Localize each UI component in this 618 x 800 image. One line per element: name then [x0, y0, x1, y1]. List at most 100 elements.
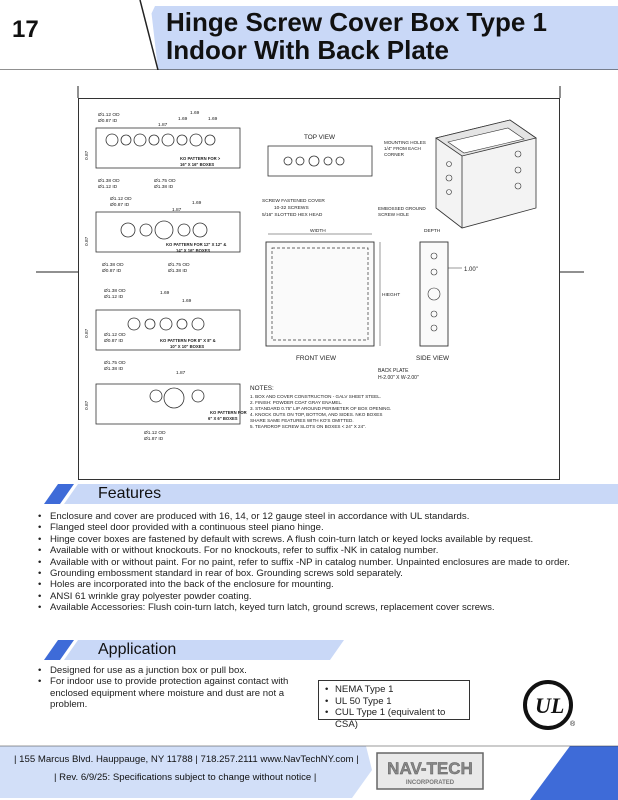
logo-text: NAV-TECH [387, 759, 473, 778]
dim-label: 0.87 [84, 400, 90, 410]
callout-label: 10-32 SCREWS [274, 205, 309, 211]
knockout [161, 133, 175, 147]
dim-label: WIDTH [310, 228, 326, 234]
ko-pattern-label: 16" X 16" BOXES [180, 162, 214, 167]
note-line: 1. BOX AND COVER CONSTRUCTION - GALV SHE… [250, 394, 381, 399]
ko-strip [95, 127, 241, 169]
knockout [204, 134, 216, 146]
dim-label: 1.00" [464, 267, 478, 273]
ko-strip [95, 383, 241, 425]
dim-label: Ø0.87 ID [110, 202, 130, 208]
features-heading: Features [98, 485, 162, 502]
note-line: 3. STANDARD 0.75" LIP AROUND PERIMETER O… [250, 406, 391, 411]
dim-label: Ø1.12 OD [104, 332, 126, 338]
footer-revision: | Rev. 6/9/25: Specifications subject to… [54, 772, 317, 783]
knockout [139, 223, 153, 237]
knockout [430, 252, 438, 260]
knockout [295, 156, 305, 166]
dim-label: 1.87 [158, 122, 168, 128]
dim-label: 0.87 [84, 236, 90, 246]
knockout [191, 389, 205, 403]
ko-pattern-label: KO PATTERN FOR 8" X 8" & [160, 338, 216, 343]
ko-pattern-label: 10" X 10" BOXES [170, 344, 204, 349]
feature-item: Hinge cover boxes are fastened by defaul… [38, 534, 598, 546]
feature-item: Enclosure and cover are produced with 16… [38, 511, 598, 523]
logo-frame [376, 752, 484, 790]
dim-label: 0.87 [84, 150, 90, 160]
knockout [308, 155, 320, 167]
knockout [177, 223, 191, 237]
band-fill [64, 640, 344, 660]
knockout [127, 317, 141, 331]
rating-item: UL 50 Type 1 [325, 696, 463, 708]
callout-label: SCREW HOLE [378, 212, 409, 217]
footer-accent [530, 746, 618, 800]
dim-label: Ø1.38 ID [168, 268, 188, 274]
dim-label: 1.87 [176, 370, 186, 376]
ko-pattern-3: Ø1.38 OD Ø1.12 ID 1.69 1.69 KO PATTERN F… [84, 288, 241, 351]
footer-band-fill [0, 746, 372, 798]
ko-pattern-label: KO PATTERN FOR [210, 410, 247, 415]
dim-label: Ø0.87 ID [102, 268, 122, 274]
ko-strip [95, 309, 241, 351]
page-title: Hinge Screw Cover Box Type 1 Indoor With… [166, 8, 547, 64]
dim-label: Ø1.38 ID [104, 366, 124, 372]
callout-label: 1/4" FROM EACH [384, 146, 421, 151]
application-heading-bar: Application [44, 640, 344, 660]
knockout [192, 222, 208, 238]
callout-label: MOUNTING HOLES [384, 140, 426, 145]
knockout [446, 189, 452, 195]
box-opening [447, 127, 525, 154]
knockout [514, 166, 522, 174]
knockout [514, 182, 522, 190]
ul-ring [523, 680, 573, 730]
knockout [283, 156, 293, 166]
feature-item: Grounding embossment standard in rear of… [38, 568, 598, 580]
knockout [176, 318, 188, 330]
footer-address: | 155 Marcus Blvd. Hauppauge, NY 11788 |… [14, 754, 359, 765]
notes: NOTES: 1. BOX AND COVER CONSTRUCTION - G… [250, 385, 391, 429]
knockout [430, 268, 438, 276]
feature-item: Flanged steel door provided with a conti… [38, 522, 598, 534]
title-band-shape [140, 6, 618, 70]
note-line: 2. FINISH: POWDER COAT GRAY ENAMEL. [250, 400, 342, 405]
navtech-logo: NAV-TECH INCORPORATED [376, 752, 484, 790]
note-line: 5. TEARDROP SCREW SLOTS ON BOXES < 24" X… [250, 424, 366, 429]
logo-subtext: INCORPORATED [406, 780, 455, 786]
ratings-box: NEMA Type 1 UL 50 Type 1 CUL Type 1 (equ… [318, 680, 470, 730]
knockout [514, 150, 522, 158]
dim-label: Ø0.87 ID [98, 118, 118, 124]
dim-label: 1.69 [182, 298, 192, 304]
ko-pattern-2: Ø1.12 OD Ø0.87 ID 1.87 1.69 KO PATTERN F… [84, 196, 241, 274]
dim-label: Ø1.38 ID [154, 184, 174, 190]
dim-label: Ø1.38 OD [98, 178, 120, 184]
feature-item: Holes are incorporated into the back of … [38, 579, 598, 591]
knockout [144, 318, 156, 330]
page-number: 17 [12, 16, 39, 43]
knockout [189, 133, 203, 147]
dim-label: 1.69 [178, 116, 188, 122]
footer-band [0, 745, 618, 800]
callout-label: EMBOSSED GROUND [378, 206, 426, 211]
registered-mark: ® [570, 720, 576, 728]
knockout [191, 317, 205, 331]
application-list: Designed for use as a junction box or pu… [38, 665, 300, 711]
side-view-outline [419, 241, 449, 347]
dim-label: Ø1.75 OD [154, 178, 176, 184]
dim-label: 1.69 [208, 116, 218, 122]
knockout [148, 134, 160, 146]
accent-slash [44, 484, 74, 504]
title-line-2: Indoor With Back Plate [166, 35, 449, 65]
knockout [427, 287, 441, 301]
application-item: Designed for use as a junction box or pu… [38, 665, 300, 677]
section-band [44, 484, 618, 504]
knockout [445, 174, 453, 182]
front-view: WIDTH HIEGHT FRONT VIEW BACK PLATE H-2.0… [265, 228, 419, 381]
isometric-box: MOUNTING HOLES 1/4" FROM EACH CORNER EMB… [378, 119, 537, 229]
knockout [120, 222, 136, 238]
knockout [176, 134, 188, 146]
dim-label: HIEGHT [382, 292, 400, 298]
ko-pattern-4: Ø1.75 OD Ø1.38 ID 1.87 KO PATTERN FOR 6"… [84, 360, 247, 442]
application-heading: Application [98, 641, 177, 658]
